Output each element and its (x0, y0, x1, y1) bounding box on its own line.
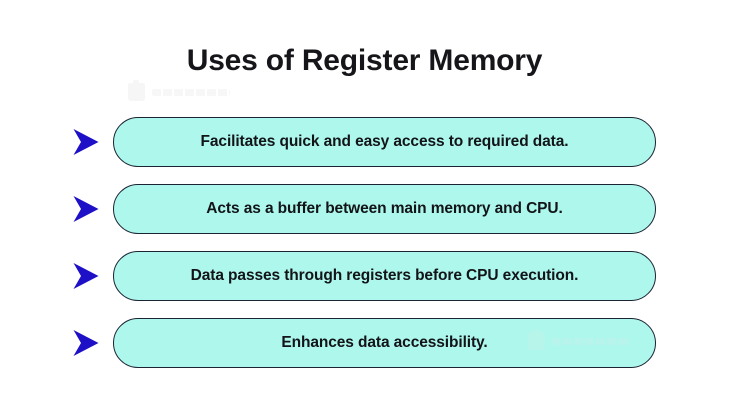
statement-pill[interactable]: Data passes through registers before CPU… (113, 251, 656, 301)
arrow-right-icon (73, 129, 99, 155)
watermark-wordmark (152, 88, 230, 96)
statement-text: Data passes through registers before CPU… (190, 267, 579, 284)
list-item[interactable]: Data passes through registers before CPU… (0, 251, 729, 301)
watermark-logo-icon (128, 80, 145, 101)
statement-pill[interactable]: Acts as a buffer between main memory and… (113, 184, 656, 234)
watermark-top (128, 80, 230, 101)
statement-text: Enhances data accessibility. (281, 334, 488, 351)
statement-text: Facilitates quick and easy access to req… (200, 133, 569, 150)
arrow-right-icon (73, 263, 99, 289)
statement-pill[interactable]: Facilitates quick and easy access to req… (113, 117, 656, 167)
list-item[interactable]: Facilitates quick and easy access to req… (0, 117, 729, 167)
statement-pill[interactable]: Enhances data accessibility. (113, 318, 656, 368)
page-title: Uses of Register Memory (186, 44, 543, 77)
statement-text: Acts as a buffer between main memory and… (206, 200, 563, 217)
arrow-right-icon (73, 196, 99, 222)
arrow-right-icon (73, 330, 99, 356)
list-item[interactable]: Acts as a buffer between main memory and… (0, 184, 729, 234)
bullet-list: Facilitates quick and easy access to req… (0, 117, 729, 368)
list-item[interactable]: Enhances data accessibility. (0, 318, 729, 368)
